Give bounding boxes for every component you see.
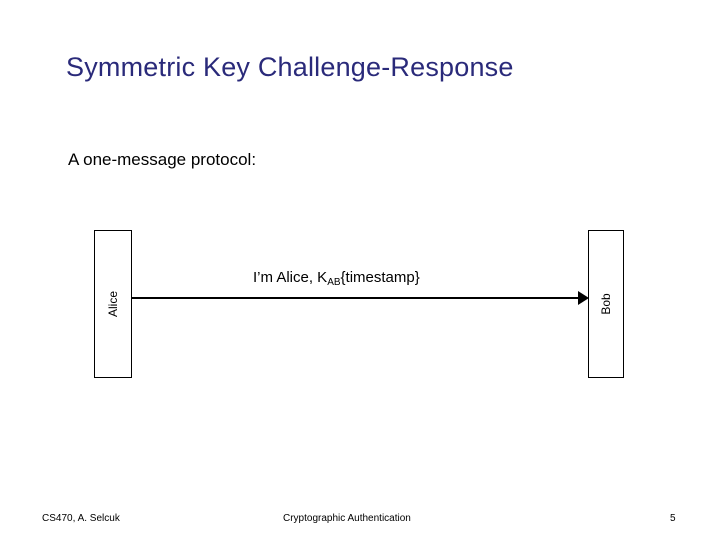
message-suffix: {timestamp} (340, 269, 420, 286)
message-arrow-line (132, 297, 584, 299)
message-subscript: AB (327, 277, 341, 288)
bob-label: Bob (599, 293, 613, 315)
message-arrow-head-icon (578, 291, 589, 305)
subtitle-text: A one-message protocol: (68, 150, 257, 169)
alice-label: Alice (106, 290, 120, 318)
footer-course-author: CS470, A. Selcuk (42, 513, 120, 524)
message-prefix: I’m Alice, K (253, 269, 328, 286)
page-title: Symmetric Key Challenge-Response (66, 52, 514, 82)
alice-party-box: Alice (94, 230, 132, 378)
message-label: I’m Alice, KAB{timestamp} (253, 269, 420, 288)
footer-page-number: 5 (670, 513, 676, 524)
bob-party-box: Bob (588, 230, 624, 378)
footer-topic: Cryptographic Authentication (283, 513, 411, 524)
